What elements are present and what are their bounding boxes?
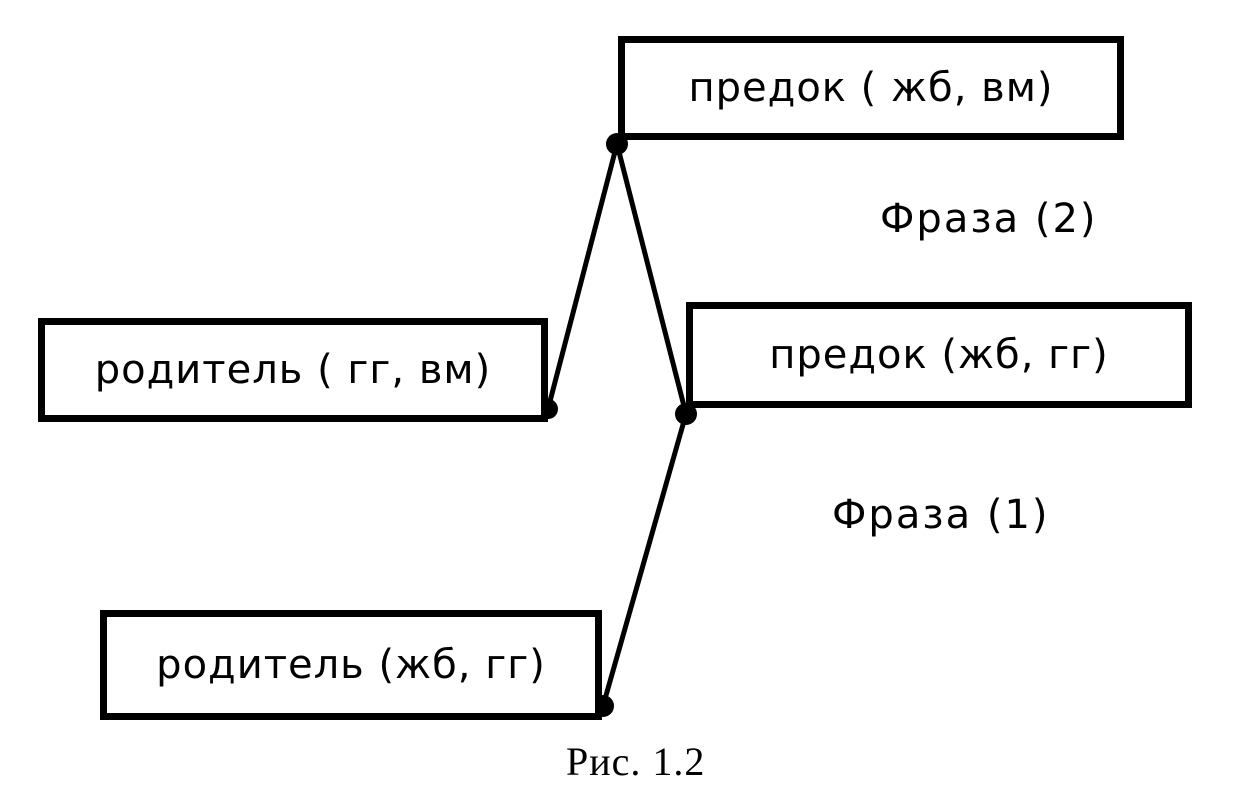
node-ancestor-top: предок ( жб, вм) bbox=[618, 36, 1124, 140]
node-parent-bottom: родитель (жб, гг) bbox=[100, 610, 602, 720]
node-ancestor-mid-label: предок (жб, гг) bbox=[769, 332, 1109, 378]
phrase-2-label: Фраза (2) bbox=[880, 196, 1098, 242]
phrase-1-label: Фраза (1) bbox=[832, 492, 1050, 538]
link-ancestor-top-to-ancestor-mid bbox=[614, 141, 689, 417]
node-parent-left-label: родитель ( гг, вм) bbox=[94, 347, 492, 393]
node-parent-left: родитель ( гг, вм) bbox=[38, 318, 548, 422]
link-ancestor-top-to-parent-left bbox=[545, 141, 620, 412]
node-ancestor-mid: предок (жб, гг) bbox=[686, 302, 1192, 408]
node-ancestor-top-label: предок ( жб, вм) bbox=[688, 65, 1054, 111]
node-parent-bottom-label: родитель (жб, гг) bbox=[156, 642, 546, 688]
link-ancestor-mid-to-parent-bottom bbox=[600, 411, 689, 709]
junction-dot-ancestor-mid bbox=[675, 403, 697, 425]
figure-caption: Рис. 1.2 bbox=[566, 739, 706, 784]
